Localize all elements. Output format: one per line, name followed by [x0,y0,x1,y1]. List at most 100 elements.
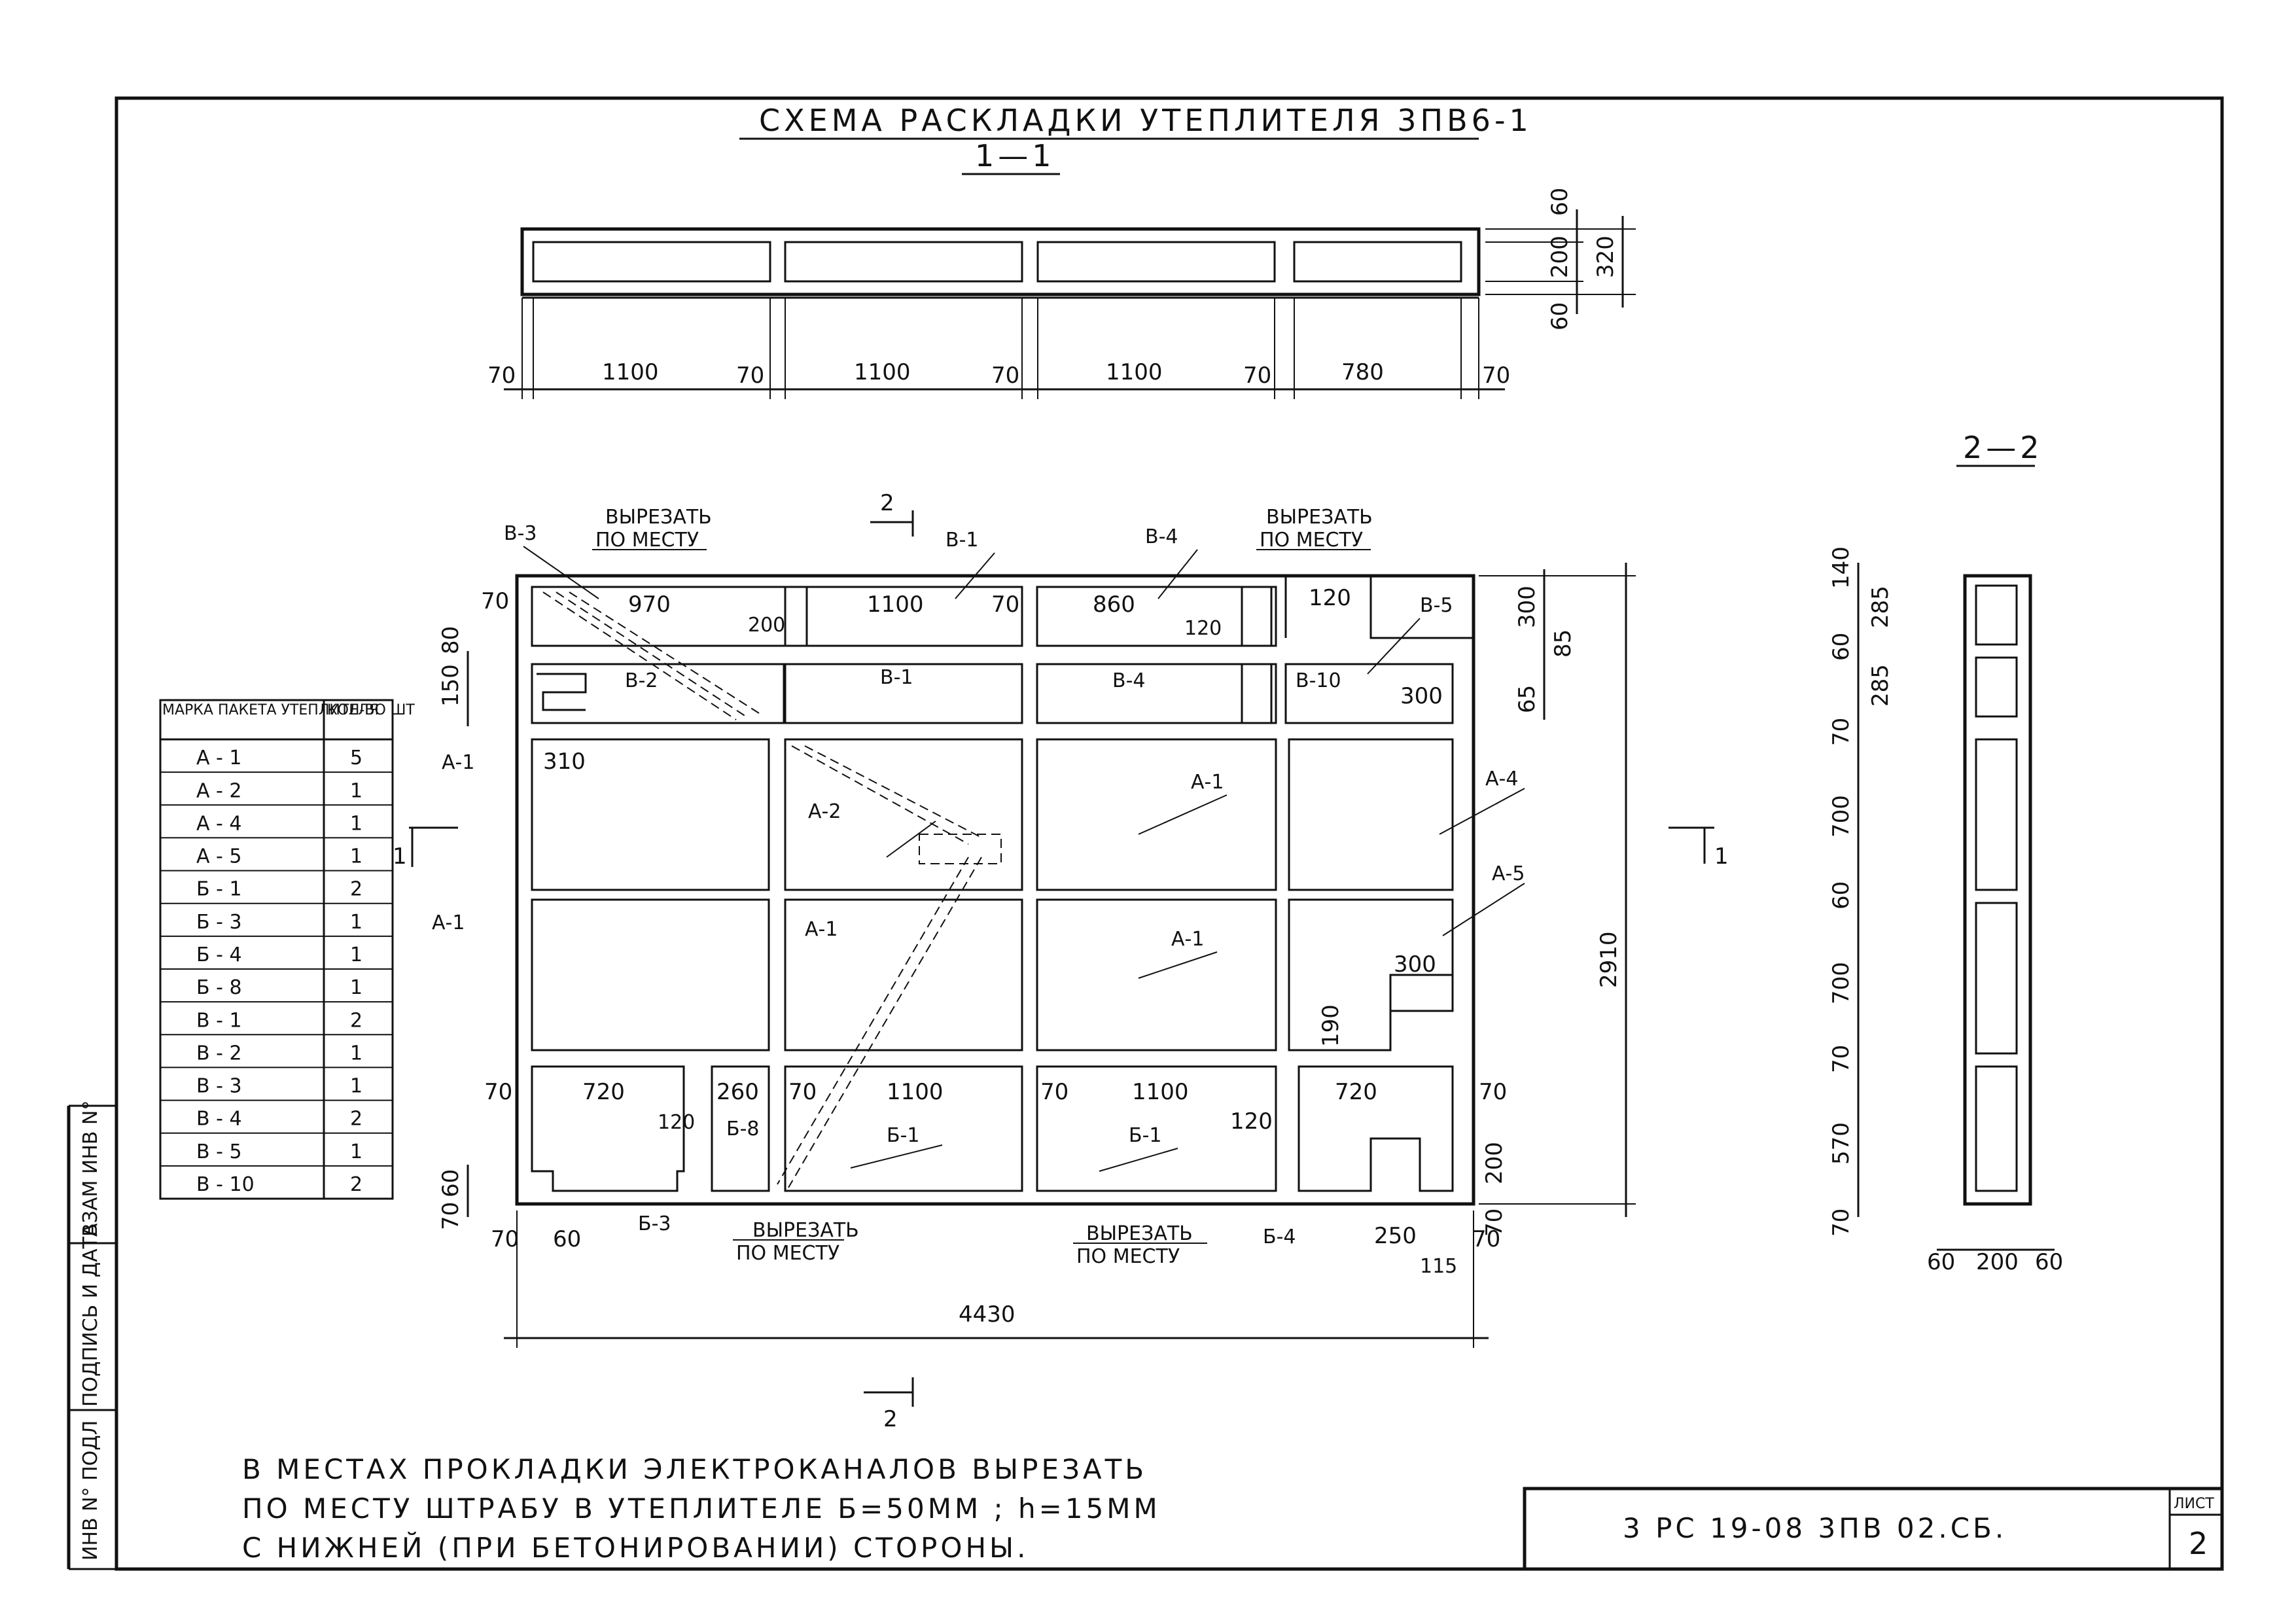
section-2-2: 2—2 140 285 60 285 70 700 60 700 70 570 … [1828,430,2063,1275]
side-strip-zam: ВЗАМ ИНВ N° [79,1101,102,1237]
table-cell-mark: А - 2 [196,779,242,802]
svg-text:ВЫРЕЗАТЬ: ВЫРЕЗАТЬ [1086,1222,1193,1245]
table-cell-count: 2 [350,878,362,901]
svg-text:Б-4: Б-4 [1263,1226,1296,1248]
svg-text:200: 200 [1481,1142,1508,1184]
svg-text:70: 70 [484,1079,512,1105]
svg-text:70: 70 [1482,362,1510,389]
svg-text:85: 85 [1550,629,1576,658]
svg-text:70: 70 [487,362,516,389]
svg-text:860: 860 [1093,591,1135,618]
svg-text:1100: 1100 [854,359,911,385]
svg-text:700: 700 [1828,962,1854,1004]
svg-text:ПО МЕСТУ: ПО МЕСТУ [1076,1245,1180,1268]
note-block: В МЕСТАХ ПРОКЛАДКИ ЭЛЕКТРОКАНАЛОВ ВЫРЕЗА… [242,1453,1161,1564]
svg-text:200: 200 [1976,1249,2019,1275]
svg-text:70: 70 [736,362,764,389]
svg-text:ПО МЕСТУ ШТРАБУ В УТЕПЛИТЕЛЕ Б: ПО МЕСТУ ШТРАБУ В УТЕПЛИТЕЛЕ Б=50ММ ; h=… [242,1492,1161,1525]
svg-text:3 РС 19-08 3ПВ 02.СБ.: 3 РС 19-08 3ПВ 02.СБ. [1623,1512,2007,1544]
svg-text:Б-3: Б-3 [638,1212,671,1235]
svg-text:115: 115 [1420,1255,1457,1278]
svg-text:ПО МЕСТУ: ПО МЕСТУ [1260,529,1363,552]
svg-text:70: 70 [1479,1079,1507,1105]
table-cell-mark: А - 1 [196,747,242,769]
table-cell-mark: В - 1 [196,1009,242,1032]
svg-text:В-1: В-1 [945,529,979,552]
svg-text:70: 70 [491,1226,519,1252]
svg-text:А-1: А-1 [1191,771,1224,794]
svg-text:200: 200 [748,614,785,637]
svg-text:1100: 1100 [1132,1079,1189,1105]
table-cell-count: 1 [350,1075,362,1098]
cut-mark-2-top: 2 [870,490,914,537]
svg-text:120: 120 [1184,617,1222,640]
table-cell-count: 1 [350,911,362,934]
svg-text:250: 250 [1374,1223,1417,1249]
svg-text:320: 320 [1593,236,1619,278]
table-cell-count: 5 [350,747,362,769]
svg-text:1: 1 [393,843,407,870]
svg-text:70: 70 [1828,1045,1854,1073]
table-cell-count: 2 [350,1108,362,1131]
svg-text:В-3: В-3 [504,522,537,545]
svg-text:В-4: В-4 [1112,669,1146,692]
svg-text:А-5: А-5 [1492,862,1525,885]
svg-text:4430: 4430 [959,1301,1016,1328]
svg-text:В-4: В-4 [1145,525,1178,548]
svg-text:ПО МЕСТУ: ПО МЕСТУ [736,1242,839,1265]
table-cell-mark: Б - 4 [196,944,242,966]
svg-text:70: 70 [991,362,1019,389]
svg-text:60: 60 [1828,633,1854,661]
svg-text:60: 60 [1828,881,1854,909]
svg-text:70: 70 [438,1202,464,1230]
svg-text:300: 300 [1514,586,1540,628]
svg-text:А-2: А-2 [808,800,841,823]
table-cell-mark: В - 4 [196,1108,242,1131]
svg-text:70: 70 [788,1079,817,1105]
svg-text:60: 60 [1547,188,1573,216]
svg-text:Б-1: Б-1 [887,1124,920,1147]
table-cell-mark: В - 2 [196,1042,242,1065]
svg-text:70: 70 [1828,718,1854,746]
svg-text:2: 2 [880,490,894,516]
cut-mark-1-left: 1 [393,826,458,870]
table-cell-mark: А - 4 [196,812,242,835]
svg-text:260: 260 [716,1079,759,1105]
svg-text:140: 140 [1828,546,1854,589]
svg-text:1: 1 [1714,843,1729,870]
svg-text:60: 60 [553,1226,581,1252]
svg-text:120: 120 [1309,585,1351,611]
svg-text:150: 150 [438,664,464,707]
side-strip-sign: ПОДПИСЬ И ДАТА [79,1223,102,1407]
table-cell-mark: В - 10 [196,1173,255,1196]
svg-text:700: 700 [1828,795,1854,838]
svg-text:Б-8: Б-8 [726,1118,760,1140]
table-cell-mark: Б - 1 [196,878,242,901]
svg-text:А-1: А-1 [805,918,838,941]
table-cell-mark: Б - 3 [196,911,242,934]
svg-text:120: 120 [658,1111,695,1134]
svg-text:В-2: В-2 [625,669,658,692]
table-cell-mark: Б - 8 [196,976,242,999]
svg-text:А-4: А-4 [1485,768,1518,790]
svg-text:2: 2 [2189,1526,2212,1561]
sheet-frame [115,96,2224,1571]
svg-text:70: 70 [481,588,509,614]
drawing-title: СХЕМА РАСКЛАДКИ УТЕПЛИТЕЛЯ 3ПВ6-1 [759,103,1532,138]
svg-text:ВЫРЕЗАТЬ: ВЫРЕЗАТЬ [605,506,712,529]
svg-text:70: 70 [1040,1079,1069,1105]
svg-text:В МЕСТАХ ПРОКЛАДКИ ЭЛЕКТРОКАНА: В МЕСТАХ ПРОКЛАДКИ ЭЛЕКТРОКАНАЛОВ ВЫРЕЗА… [242,1453,1147,1485]
svg-text:70: 70 [991,591,1019,618]
table-cell-count: 1 [350,976,362,999]
svg-text:ЛИСТ: ЛИСТ [2174,1496,2214,1512]
table-cell-count: 1 [350,1042,362,1065]
svg-text:285: 285 [1867,586,1894,628]
svg-text:780: 780 [1341,359,1384,385]
section-1-1: 70 1100 70 1100 70 1100 70 780 70 60 200… [487,188,1636,399]
svg-text:2—2: 2—2 [1963,430,2043,465]
svg-text:300: 300 [1394,951,1436,978]
svg-text:60: 60 [438,1169,464,1197]
svg-text:70: 70 [1481,1209,1508,1237]
table-cell-count: 1 [350,1140,362,1163]
